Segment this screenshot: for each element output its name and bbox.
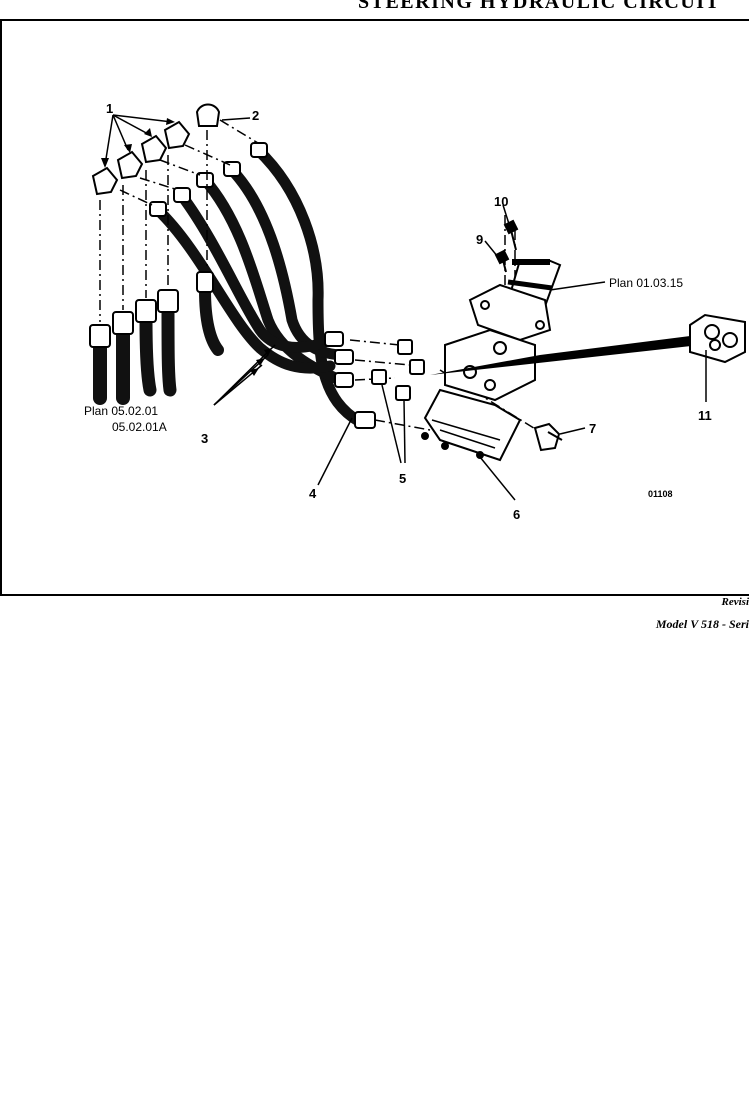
steering-unit xyxy=(421,259,562,462)
hose-left-3 xyxy=(139,313,157,397)
leader-arrowheads xyxy=(101,118,272,376)
hose-a xyxy=(252,144,366,428)
header-rule xyxy=(0,19,749,21)
footer-model: Model V 518 - Seri xyxy=(655,617,749,631)
mounting-flange xyxy=(468,283,552,342)
callout-6: 6 xyxy=(513,507,520,522)
callout-1: 1 xyxy=(106,101,113,116)
detail-inset xyxy=(430,313,746,375)
pump-housing xyxy=(423,388,522,462)
figure-number: 01108 xyxy=(648,489,673,499)
hoses xyxy=(93,144,366,428)
callout-4: 4 xyxy=(309,486,317,501)
steering-hydraulic-diagram: 1 2 3 4 5 6 7 9 10 11 Plan 05.02.01 05.0… xyxy=(84,101,746,522)
page-title: STEERING HYDRAULIC CIRCUIT xyxy=(358,0,721,13)
hose-left-4 xyxy=(161,298,177,397)
footer-revision: Revisi xyxy=(721,596,749,608)
elbow-fittings xyxy=(91,103,221,196)
callout-10: 10 xyxy=(494,194,508,209)
hose-fittings xyxy=(89,142,376,429)
leader-lines xyxy=(104,114,707,501)
callout-3: 3 xyxy=(201,431,208,446)
callout-5: 5 xyxy=(399,471,406,486)
callout-9: 9 xyxy=(476,232,483,247)
footer-rule xyxy=(0,594,749,596)
plan-ref-right: Plan 01.03.15 xyxy=(609,276,683,290)
adapter-fittings xyxy=(371,339,425,401)
frame-left-border xyxy=(0,19,2,596)
callout-7: 7 xyxy=(589,421,596,436)
callout-11: 11 xyxy=(698,408,712,423)
plan-ref-left-2: 05.02.01A xyxy=(112,420,167,434)
hose-b xyxy=(226,164,351,361)
plan-ref-left-1: Plan 05.02.01 xyxy=(84,404,158,418)
plug-fitting xyxy=(533,422,563,452)
hose-e xyxy=(152,204,336,374)
callout-2: 2 xyxy=(252,108,259,123)
bolts xyxy=(494,219,519,273)
hose-left-5 xyxy=(199,284,224,356)
